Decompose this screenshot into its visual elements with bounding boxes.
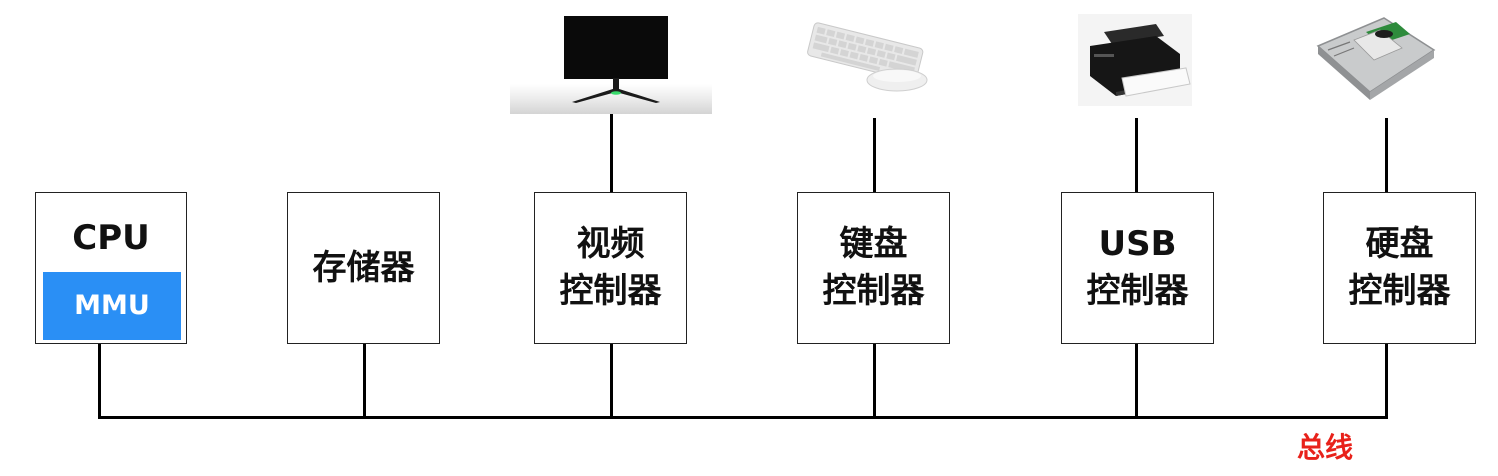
monitor-icon (510, 16, 712, 114)
video-controller-label-line2: 控制器 (559, 271, 662, 311)
keyboard-controller-label-line1: 键盘 (839, 224, 908, 265)
usb-bus-connector (1135, 342, 1138, 418)
system-bus-line (98, 416, 1388, 419)
hard-disk-connector (1385, 118, 1388, 192)
disk-controller-label-line1: 硬盘 (1365, 224, 1434, 265)
disk-controller-box: 硬盘 控制器 (1323, 192, 1476, 344)
usb-controller-box: USB 控制器 (1061, 192, 1214, 344)
memory-bus-connector (363, 342, 366, 418)
video-controller-label-line1: 视频 (576, 224, 645, 265)
memory-box: 存储器 (287, 192, 440, 344)
mmu-block: MMU (43, 272, 181, 340)
printer-connector (1135, 118, 1138, 192)
printer-icon (1078, 14, 1192, 106)
keyboard-bus-connector (873, 342, 876, 418)
memory-label: 存储器 (312, 247, 415, 288)
usb-controller-label-line2: 控制器 (1086, 271, 1189, 311)
keyboard-controller-label-line2: 控制器 (822, 271, 925, 311)
cpu-box: CPU MMU (35, 192, 187, 344)
hard-disk-icon (1316, 17, 1436, 100)
bus-label: 总线 (1296, 431, 1353, 464)
cpu-label: CPU (72, 218, 150, 258)
monitor-connector (610, 114, 613, 192)
disk-controller-label-line2: 控制器 (1348, 271, 1451, 311)
mmu-label: MMU (74, 290, 150, 322)
video-bus-connector (610, 342, 613, 418)
keyboard-controller-box: 键盘 控制器 (797, 192, 950, 344)
keyboard-connector (873, 118, 876, 192)
cpu-bus-connector (98, 342, 101, 418)
keyboard-mouse-icon (807, 22, 928, 92)
usb-controller-label-line1: USB (1098, 224, 1177, 265)
video-controller-box: 视频 控制器 (534, 192, 687, 344)
disk-bus-connector (1385, 342, 1388, 418)
